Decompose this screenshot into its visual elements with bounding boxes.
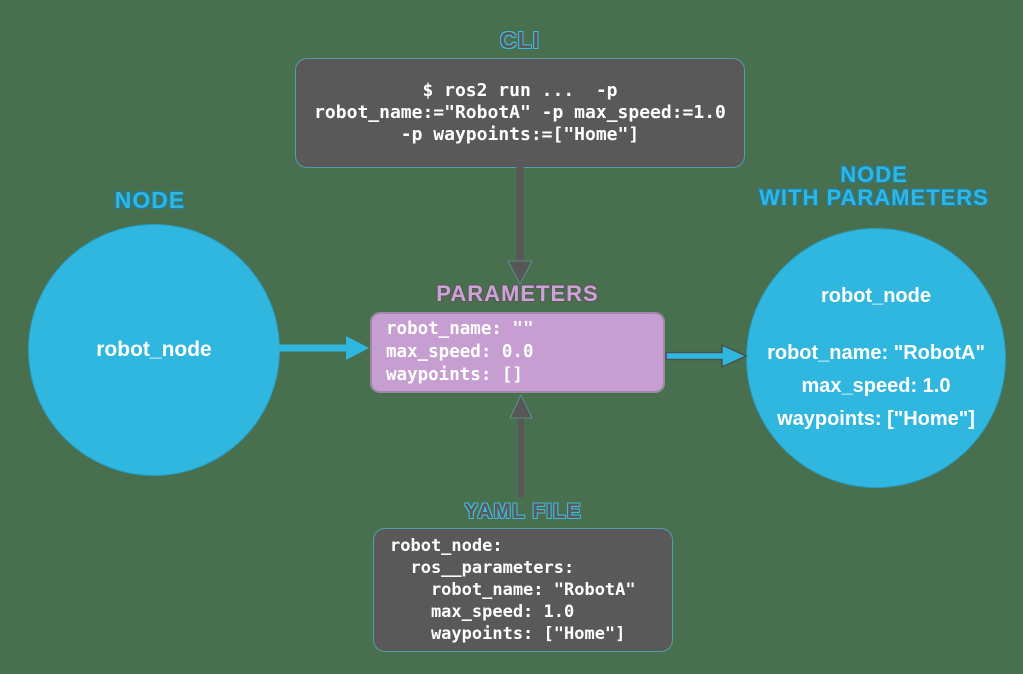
yaml-line: robot_name: "RobotA" bbox=[390, 580, 636, 600]
yaml-line: ros__parameters: bbox=[390, 558, 575, 578]
yaml-line: robot_node: bbox=[390, 536, 503, 556]
parameter-line: max_speed: 0.0 bbox=[386, 342, 534, 362]
yaml-file-box: robot_node: ros__parameters: robot_name:… bbox=[373, 528, 673, 652]
parameter-line: waypoints: [] bbox=[386, 365, 523, 385]
yaml-line: max_speed: 1.0 bbox=[390, 602, 575, 622]
cli-command-line: robot_name:="RobotA" -p max_speed:=1.0 bbox=[314, 102, 726, 123]
node-parameter-value: max_speed: 1.0 bbox=[801, 375, 951, 397]
node-with-parameters-label-line2: WITH PARAMETERS bbox=[759, 185, 989, 210]
cli-command-line: $ ros2 run ... -p bbox=[422, 80, 618, 101]
node-parameter-value: robot_name: "RobotA" bbox=[767, 342, 985, 364]
node-with-parameters-label: NODE WITH PARAMETERS bbox=[740, 163, 1008, 209]
parameters-box: robot_name: "" max_speed: 0.0 waypoints:… bbox=[370, 312, 665, 393]
node-with-parameters-name: robot_node bbox=[821, 285, 931, 307]
node-with-parameters-label-line1: NODE bbox=[840, 162, 908, 187]
parameter-line: robot_name: "" bbox=[386, 319, 534, 339]
node-name: robot_node bbox=[96, 338, 212, 361]
parameters-to-node-arrow bbox=[665, 343, 748, 369]
cli-command-box: $ ros2 run ... -p robot_name:="RobotA" -… bbox=[295, 58, 745, 168]
node-parameter-value: waypoints: ["Home"] bbox=[777, 408, 975, 430]
node-circle: robot_node bbox=[28, 224, 280, 476]
parameters-label: PARAMETERS bbox=[436, 281, 599, 306]
node-with-parameters-circle: robot_node robot_name: "RobotA" max_spee… bbox=[746, 228, 1006, 488]
node-to-parameters-arrow bbox=[279, 336, 369, 360]
cli-label: CLI bbox=[499, 27, 541, 53]
node-label: NODE bbox=[114, 187, 186, 213]
cli-command-line: -p waypoints:=["Home"] bbox=[400, 124, 640, 145]
cli-to-parameters-arrow bbox=[507, 167, 533, 285]
yaml-line: waypoints: ["Home"] bbox=[390, 624, 626, 644]
yaml-file-label: YAML FILE bbox=[464, 500, 582, 523]
yaml-to-parameters-arrow bbox=[509, 394, 533, 497]
